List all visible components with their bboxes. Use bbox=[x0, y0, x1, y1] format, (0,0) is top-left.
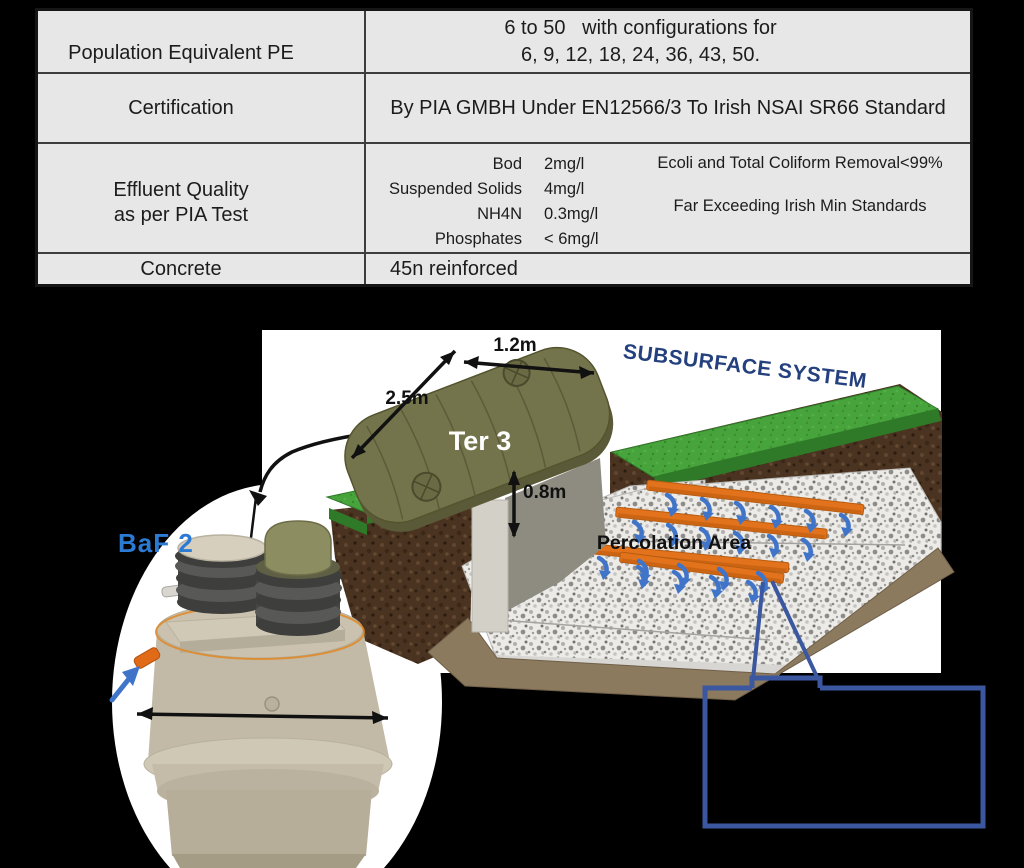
pe-value-line2: 6, 9, 12, 18, 24, 36, 43, 50. bbox=[520, 43, 761, 66]
certification-value: By PIA GMBH Under EN12566/3 To Irish NSA… bbox=[390, 96, 946, 119]
depth-dimension-label: 0.8m bbox=[523, 482, 566, 503]
lid-top bbox=[344, 346, 611, 524]
effluent-note-coliform: Ecoli and Total Coliform Removal<99% bbox=[657, 154, 943, 172]
width-dimension-label: 1.2m bbox=[493, 335, 536, 356]
measure-label: Bod bbox=[492, 155, 522, 173]
length-dimension-label: 2.5m bbox=[385, 388, 428, 409]
grass-edge-right bbox=[654, 408, 941, 490]
pipe-shade bbox=[621, 558, 782, 583]
percolation-area-label: Percolation Area bbox=[597, 532, 751, 554]
measure-label: Suspended Solids bbox=[388, 180, 522, 198]
tank-body-plug bbox=[264, 696, 280, 712]
length-dimension-arrow bbox=[350, 349, 457, 460]
distribution-pipes bbox=[499, 479, 865, 584]
measure-value: < 6mg/l bbox=[544, 230, 599, 248]
measure-value: 4mg/l bbox=[544, 180, 585, 198]
effluent-label-line2: as per PIA Test bbox=[113, 203, 249, 226]
table-cell-certification-label: Certification bbox=[38, 72, 366, 142]
depth-dimension-arrow bbox=[508, 470, 520, 538]
tank-side-face bbox=[505, 458, 606, 612]
measure-value: 0.3mg/l bbox=[544, 205, 599, 223]
diameter-dimension-arrow bbox=[136, 707, 389, 724]
effluent-note-standards: Far Exceeding Irish Min Standards bbox=[673, 197, 927, 215]
tank-front-channel bbox=[471, 499, 509, 633]
inset-tank-label: BaF 2 bbox=[118, 528, 194, 558]
concrete-value: 45n reinforced bbox=[390, 257, 518, 280]
effluent-measurements: Bod 2mg/l Suspended Solids 4mg/l NH4N 0.… bbox=[372, 152, 630, 252]
concrete-label: Concrete bbox=[140, 257, 222, 280]
inset-tank-wall bbox=[148, 630, 390, 762]
arc-arrowhead bbox=[249, 490, 267, 506]
outlet-pipe bbox=[133, 647, 161, 669]
table-cell-effluent-value: Bod 2mg/l Suspended Solids 4mg/l NH4N 0.… bbox=[366, 142, 970, 252]
effluent-label-line1: Effluent Quality bbox=[113, 178, 249, 201]
pipe-shade bbox=[617, 513, 825, 539]
left-riser bbox=[175, 534, 269, 614]
callout-pointer-right bbox=[770, 580, 820, 680]
pe-value-line1: 6 to 50 with configurations for bbox=[504, 16, 777, 39]
effluent-notes: Ecoli and Total Coliform Removal<99% Far… bbox=[630, 152, 970, 252]
riser-olive-cap bbox=[264, 520, 332, 576]
right-riser bbox=[254, 520, 342, 636]
spec-table: Population Equivalent PE 6 to 50 with co… bbox=[35, 8, 973, 287]
outlet-arrow bbox=[109, 666, 140, 703]
measure-label: Phosphates bbox=[434, 230, 522, 248]
callout-box bbox=[702, 675, 986, 829]
grass-edge-left bbox=[329, 508, 367, 535]
certification-label: Certification bbox=[128, 96, 234, 119]
table-cell-pe-value: 6 to 50 with configurations for 6, 9, 12… bbox=[366, 11, 970, 72]
lid-ribs bbox=[366, 357, 581, 520]
inset-tank bbox=[109, 520, 393, 868]
lid-vent-cross bbox=[413, 473, 440, 501]
callout-pointer-left bbox=[751, 581, 765, 680]
measure-value: 2mg/l bbox=[544, 155, 585, 173]
table-cell-concrete-value: 45n reinforced bbox=[366, 252, 970, 284]
pipe-shade bbox=[648, 486, 862, 514]
width-dimension-arrow bbox=[463, 356, 595, 379]
tank-lid bbox=[344, 346, 614, 532]
inset-tank-lower-drum bbox=[166, 790, 372, 856]
measure-label: NH4N bbox=[477, 205, 522, 223]
tank-label: Ter 3 bbox=[449, 426, 512, 456]
table-cell-pe-label: Population Equivalent PE bbox=[38, 11, 366, 72]
inset-tank-bottom-band bbox=[172, 854, 366, 868]
callout bbox=[702, 580, 986, 829]
soil-block-left bbox=[330, 493, 478, 664]
grass-strip-right bbox=[610, 385, 940, 478]
table-cell-certification-value: By PIA GMBH Under EN12566/3 To Irish NSA… bbox=[366, 72, 970, 142]
table-cell-concrete-label: Concrete bbox=[38, 252, 366, 284]
pe-label: Population Equivalent PE bbox=[68, 42, 294, 64]
table-cell-effluent-label: Effluent Quality as per PIA Test bbox=[38, 142, 366, 252]
